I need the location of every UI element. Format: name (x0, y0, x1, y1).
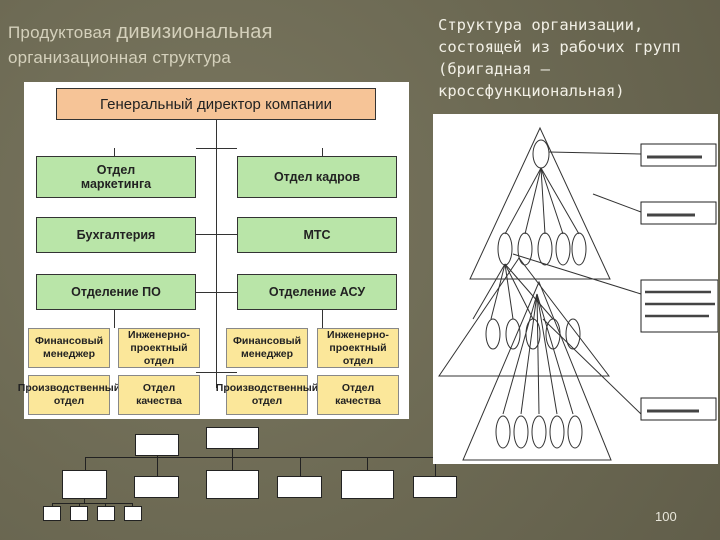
connector (84, 499, 85, 503)
asu-production-dept: Производственный отдел (216, 375, 318, 415)
blank-box (135, 434, 179, 456)
label-box-leader (640, 143, 717, 167)
left-title-line2: организационная структура (8, 48, 232, 67)
connector (196, 148, 237, 149)
po-production-dept: Производственный отдел (18, 375, 120, 415)
connector (216, 120, 217, 388)
division-po-box: Отделение ПО (36, 274, 196, 310)
leader-node (532, 139, 550, 169)
hr-box: Отдел кадров (237, 156, 397, 198)
connector (157, 457, 158, 476)
blank-box (124, 506, 142, 521)
connector (114, 148, 115, 156)
blank-box (413, 476, 457, 498)
left-title: Продуктовая дивизиональная организационн… (8, 20, 408, 70)
connector (322, 310, 323, 328)
connector (367, 457, 368, 470)
blank-box (206, 427, 259, 449)
connector (52, 503, 53, 506)
asu-engineering-dept: Инженерно-проектный отдел (317, 328, 399, 368)
po-quality-dept: Отдел качества (118, 375, 200, 415)
blank-box (206, 470, 259, 499)
asu-finance-manager: Финансовый менеджер (226, 328, 308, 368)
connector (52, 503, 132, 504)
triangle-middle (438, 257, 611, 377)
blank-box (70, 506, 88, 521)
label-box-unit (640, 397, 717, 421)
ceo-box: Генеральный директор компании (56, 88, 376, 120)
accounting-box: Бухгалтерия (36, 217, 196, 253)
connector (196, 234, 237, 235)
po-finance-manager: Финансовый менеджер (28, 328, 110, 368)
connector (196, 292, 237, 293)
connector (322, 148, 323, 156)
right-title: Структура организации, состоящей из рабо… (438, 16, 681, 100)
left-title-part1: Продуктовая (8, 23, 117, 42)
team-structure-panel (433, 114, 719, 464)
left-title-part2: дивизиональная (116, 21, 273, 43)
connector (435, 457, 436, 476)
blank-box (43, 506, 61, 521)
connector (85, 457, 86, 470)
connector (232, 449, 233, 471)
marketing-box: Отдел маркетинга (36, 156, 196, 198)
label-box-subdivision (640, 279, 719, 333)
blank-box (341, 470, 394, 499)
triangle-lower (462, 280, 612, 461)
team-structure-diagram (438, 126, 719, 461)
blank-box (134, 476, 179, 498)
connector (196, 372, 237, 373)
connector (132, 503, 133, 506)
mts-box: МТС (237, 217, 397, 253)
triangle-upper (469, 126, 611, 280)
label-box-group (640, 201, 717, 225)
blank-box (97, 506, 115, 521)
connector (85, 457, 435, 458)
po-engineering-dept: Инженерно-проектный отдел (118, 328, 200, 368)
asu-quality-dept: Отдел качества (317, 375, 399, 415)
connector (114, 310, 115, 328)
connector (105, 503, 106, 506)
org-chart-panel: Генеральный директор компании Отдел марк… (18, 82, 409, 419)
division-asu-box: Отделение АСУ (237, 274, 397, 310)
connector (79, 503, 80, 506)
page-number: 100 (655, 509, 677, 524)
blank-box (62, 470, 107, 499)
blank-box (277, 476, 322, 498)
connector (300, 457, 301, 476)
